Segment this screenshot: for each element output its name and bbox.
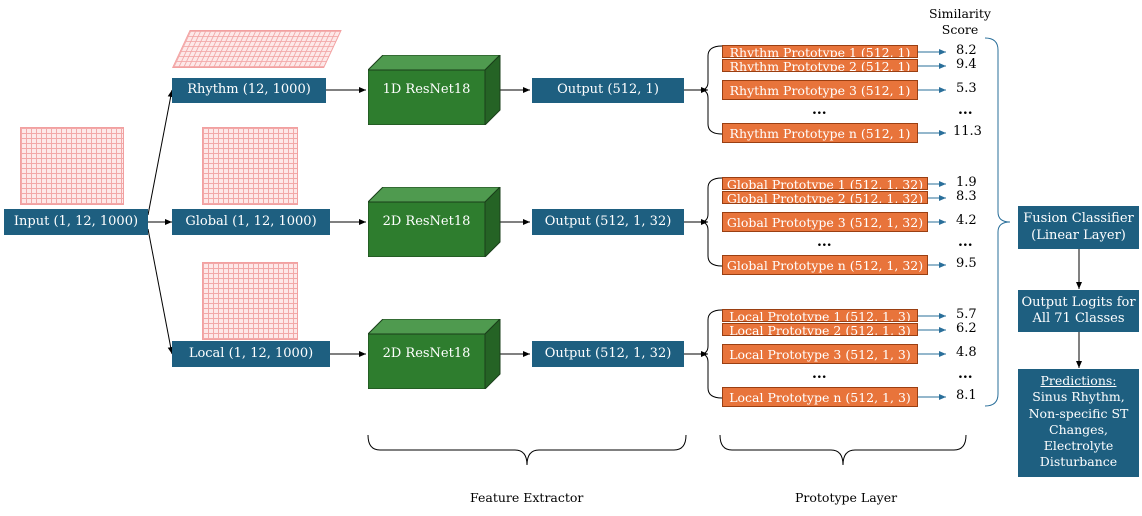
- prototype-box: Rhythm Prototype 3 (512, 1): [722, 80, 918, 100]
- resnet-2d-global-label: 2D ResNet18: [382, 214, 471, 229]
- resnet-2d-local-cube: [368, 319, 501, 389]
- score-ellipsis: ...: [958, 366, 973, 382]
- similarity-score: 4.8: [956, 345, 977, 360]
- brace-local: [699, 309, 723, 399]
- prototype-box: Global Prototype 1 (512, 1, 32): [722, 177, 928, 190]
- prototype-box: Local Prototype n (512, 1, 3): [722, 387, 918, 407]
- rhythm-output-box: Output (512, 1): [532, 78, 684, 103]
- local-input-box: Local (1, 12, 1000): [172, 341, 330, 367]
- prototype-box: Local Prototype 1 (512, 1, 3): [722, 309, 918, 322]
- similarity-header-line-1: Similarity: [929, 6, 991, 21]
- global-output-box: Output (512, 1, 32): [532, 209, 684, 235]
- similarity-score: 8.2: [956, 43, 977, 58]
- ecg-rhythm-image: [172, 30, 342, 68]
- prototype-ellipsis: ...: [812, 102, 827, 118]
- similarity-score-header: Similarity Score: [920, 6, 1000, 39]
- fusion-line-1: Fusion Classifier: [1023, 211, 1134, 227]
- input-box: Input (1, 12, 1000): [4, 209, 148, 235]
- rhythm-input-box: Rhythm (12, 1000): [172, 78, 326, 103]
- ecg-input-image: [20, 127, 124, 205]
- prediction-item: Sinus Rhythm,: [1032, 389, 1125, 405]
- arrow-input-rhythm: [147, 89, 174, 216]
- similarity-score: 11.3: [953, 124, 982, 139]
- brace-feature-extractor: [367, 434, 687, 466]
- arrow-input-local: [147, 228, 174, 355]
- brace-global: [699, 177, 723, 267]
- similarity-score: 9.4: [956, 57, 977, 72]
- similarity-score: 9.5: [956, 256, 977, 271]
- resnet-1d-label: 1D ResNet18: [382, 82, 471, 97]
- brace-rhythm: [699, 45, 723, 135]
- similarity-score: 1.9: [956, 175, 977, 190]
- similarity-score: 8.3: [956, 189, 977, 204]
- brace-prototype-layer: [719, 434, 967, 466]
- feature-extractor-label: Feature Extractor: [470, 490, 584, 505]
- prototype-box: Global Prototype n (512, 1, 32): [722, 255, 928, 275]
- similarity-score: 5.7: [956, 307, 977, 322]
- prototype-ellipsis: ...: [812, 366, 827, 382]
- prediction-item: Non-specific ST: [1028, 405, 1129, 421]
- prototype-box: Rhythm Prototype 1 (512, 1): [722, 45, 918, 58]
- predictions-box: Predictions: Sinus Rhythm, Non-specific …: [1018, 369, 1139, 477]
- brace-fusion: [984, 37, 1011, 407]
- global-input-box: Global (1, 12, 1000): [172, 209, 330, 235]
- logits-line-1: Output Logits for: [1021, 294, 1136, 310]
- similarity-score: 4.2: [956, 213, 977, 228]
- score-ellipsis: ...: [958, 234, 973, 250]
- resnet-2d-local-label: 2D ResNet18: [382, 346, 471, 361]
- prediction-item: Disturbance: [1039, 454, 1118, 470]
- prototype-box: Local Prototype 3 (512, 1, 3): [722, 344, 918, 364]
- prototype-box: Global Prototype 3 (512, 1, 32): [722, 212, 928, 232]
- fusion-line-2: (Linear Layer): [1031, 227, 1126, 243]
- prediction-item: Electrolyte: [1043, 438, 1114, 453]
- similarity-score: 6.2: [956, 321, 977, 336]
- prototype-box: Local Prototype 2 (512, 1, 3): [722, 323, 918, 336]
- logits-line-2: All 71 Classes: [1032, 311, 1125, 326]
- ecg-global-image: [202, 127, 298, 205]
- local-output-box: Output (512, 1, 32): [532, 341, 684, 367]
- resnet-1d-cube: [368, 55, 501, 125]
- prototype-layer-label: Prototype Layer: [795, 490, 898, 505]
- prototype-box: Rhythm Prototype 2 (512, 1): [722, 59, 918, 72]
- similarity-header-line-2: Score: [941, 22, 979, 38]
- prototype-box: Rhythm Prototype n (512, 1): [722, 123, 918, 143]
- prototype-box: Global Prototype 2 (512, 1, 32): [722, 191, 928, 204]
- similarity-score: 5.3: [956, 81, 977, 96]
- predictions-title: Predictions:: [1040, 373, 1117, 388]
- fusion-classifier-box: Fusion Classifier (Linear Layer): [1018, 206, 1139, 249]
- resnet-2d-global-cube: [368, 187, 501, 257]
- prototype-ellipsis: ...: [817, 234, 832, 250]
- prediction-item: Changes,: [1049, 421, 1108, 437]
- score-ellipsis: ...: [958, 102, 973, 118]
- output-logits-box: Output Logits for All 71 Classes: [1018, 290, 1139, 332]
- similarity-score: 8.1: [956, 388, 977, 403]
- ecg-local-image: [202, 262, 298, 340]
